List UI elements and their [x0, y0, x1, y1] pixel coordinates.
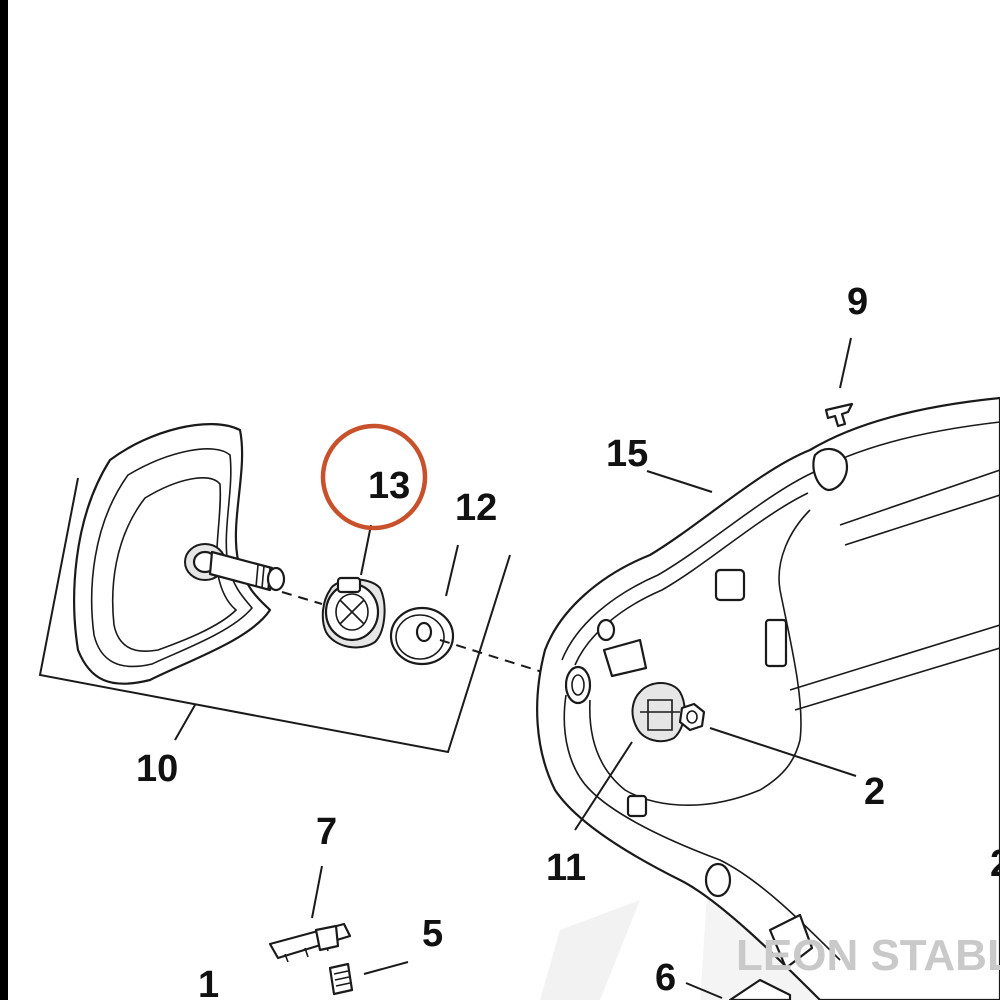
callout-2-edge[interactable]: 2: [990, 843, 1000, 885]
leader-7: [311, 865, 323, 919]
part-5-spring-clip[interactable]: [328, 962, 354, 996]
part-2-nut[interactable]: [678, 702, 706, 732]
callout-1[interactable]: 1: [198, 964, 219, 1000]
callout-13[interactable]: 13: [368, 465, 410, 507]
watermark-text: LEON STABLE: [736, 931, 1000, 980]
highlight-circle: [320, 423, 428, 531]
watermark-letter: [540, 900, 640, 1000]
callout-15[interactable]: 15: [606, 433, 648, 475]
callout-11[interactable]: 11: [546, 847, 586, 889]
leader-2: [709, 727, 857, 777]
part-12-washer[interactable]: [389, 606, 455, 666]
callout-6[interactable]: 6: [655, 957, 676, 999]
leader-11: [574, 741, 633, 831]
part-9-clip[interactable]: [824, 402, 854, 428]
leader-6: [685, 982, 723, 999]
callout-2[interactable]: 2: [864, 771, 885, 813]
part-11-pivot-block[interactable]: [631, 682, 686, 743]
assembly-axis: [281, 591, 323, 605]
leader-5: [363, 961, 409, 975]
leader-15: [646, 470, 713, 493]
callout-10[interactable]: 10: [136, 748, 178, 790]
callout-7[interactable]: 7: [316, 811, 337, 853]
callout-5[interactable]: 5: [422, 913, 443, 955]
left-border: [0, 0, 8, 1000]
part-6-edge-trim[interactable]: [728, 978, 792, 1000]
leader-13: [360, 524, 372, 576]
part-13-bushing[interactable]: [321, 576, 386, 649]
part-10-mirror[interactable]: [73, 423, 286, 685]
leader-12: [445, 544, 459, 597]
part-10-bracket: [38, 477, 511, 754]
callout-9[interactable]: 9: [847, 281, 868, 323]
leader-10: [174, 704, 196, 741]
leader-9: [839, 337, 852, 389]
part-7-trim-tab[interactable]: [268, 922, 352, 963]
part-15-housing[interactable]: [536, 396, 1000, 1000]
callout-12[interactable]: 12: [455, 487, 497, 529]
